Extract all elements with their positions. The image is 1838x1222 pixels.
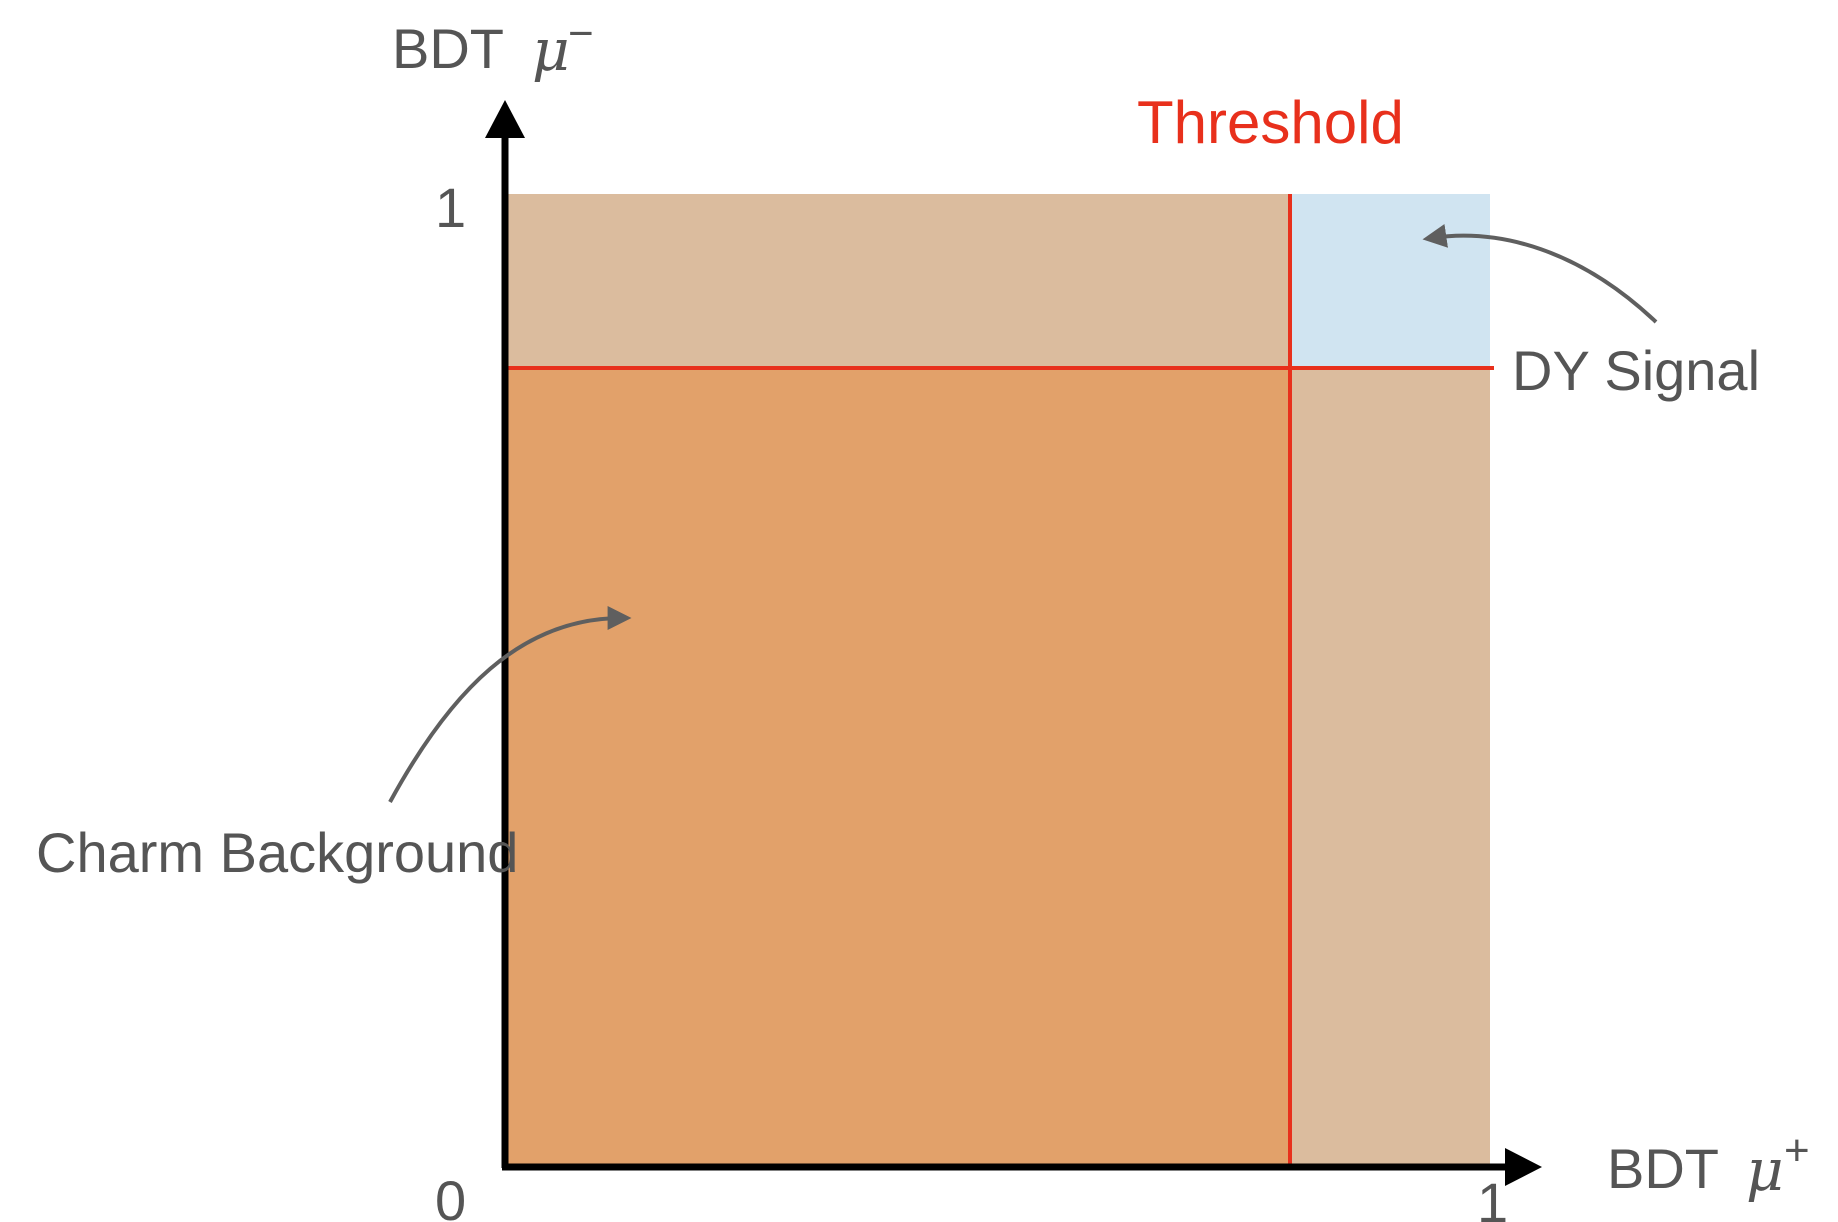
x-axis-arrowhead xyxy=(1505,1148,1542,1186)
x-axis-symbol: μ xyxy=(1746,1136,1784,1204)
y-axis-arrowhead xyxy=(485,100,525,138)
y-axis-symbol: μ xyxy=(532,16,570,84)
x-axis-superscript: + xyxy=(1784,1126,1810,1175)
signal-pointer-arrow xyxy=(1422,224,1658,324)
origin-tick: 0 xyxy=(435,1169,466,1222)
dy-signal-label: DY Signal xyxy=(1512,339,1760,402)
y-axis-label: BDT xyxy=(392,17,504,80)
x-tick-right: 1 xyxy=(1477,1171,1508,1222)
charm-background-region xyxy=(505,368,1290,1164)
threshold-label: Threshold xyxy=(1137,89,1404,156)
dy-signal-region xyxy=(1290,194,1490,368)
background-pointer-arrow xyxy=(388,606,632,803)
partial-region-right xyxy=(1290,368,1490,1164)
y-axis-superscript: − xyxy=(568,9,594,58)
y-tick-top: 1 xyxy=(435,176,466,239)
charm-background-label: Charm Background xyxy=(36,821,518,884)
x-axis-label: BDT xyxy=(1607,1137,1719,1200)
